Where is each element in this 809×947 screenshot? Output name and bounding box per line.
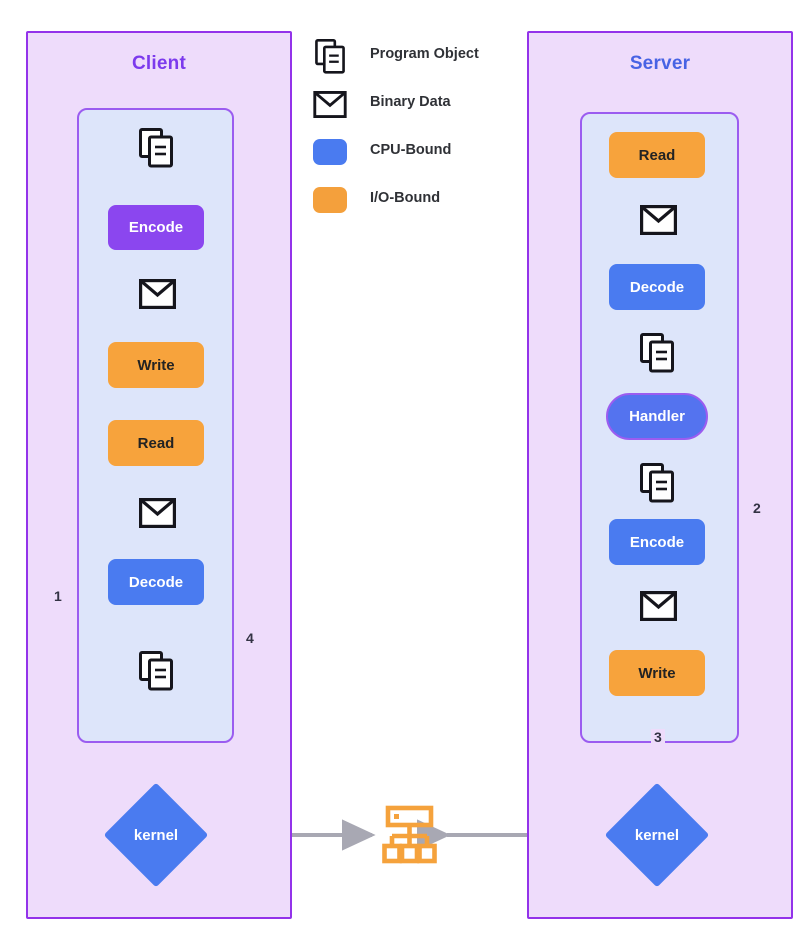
binary-data-icon xyxy=(640,591,677,626)
program-object-icon xyxy=(139,651,173,696)
legend-item-io-bound: I/O-Bound xyxy=(312,182,512,230)
program-object-icon xyxy=(312,38,348,74)
client-decode-label: Decode xyxy=(128,573,184,591)
binary-data-icon xyxy=(139,498,176,533)
server-write-label: Write xyxy=(638,664,676,682)
client-decode-node[interactable]: Decode xyxy=(108,559,204,605)
legend-label-binary-data: Binary Data xyxy=(370,94,451,110)
sequence-label-3: 3 xyxy=(651,729,665,747)
binary-data-icon xyxy=(312,86,348,122)
server-read-label: Read xyxy=(638,146,676,164)
legend-label-io-bound: I/O-Bound xyxy=(370,190,441,206)
program-object-icon xyxy=(139,128,173,173)
legend-item-program-object: Program Object xyxy=(312,38,512,86)
server-handler-node[interactable]: Handler xyxy=(606,393,708,440)
legend-item-cpu-bound: CPU-Bound xyxy=(312,134,512,182)
server-write-node[interactable]: Write xyxy=(609,650,705,696)
program-object-icon xyxy=(640,333,674,378)
binary-data-icon xyxy=(640,205,677,240)
server-encode-node[interactable]: Encode xyxy=(609,519,705,565)
server-kernel-label: kernel xyxy=(634,826,680,844)
binary-data-icon xyxy=(139,279,176,314)
network-hub-icon xyxy=(381,805,438,872)
io-bound-swatch xyxy=(312,182,348,218)
legend-label-program-object: Program Object xyxy=(370,46,479,62)
client-encode-label: Encode xyxy=(128,219,184,236)
client-read-node[interactable]: Read xyxy=(108,420,204,466)
client-write-label: Write xyxy=(137,356,175,374)
client-write-node[interactable]: Write xyxy=(108,342,204,388)
server-decode-node[interactable]: Decode xyxy=(609,264,705,310)
client-encode-node[interactable]: Encode xyxy=(108,205,204,250)
client-title: Client xyxy=(132,53,186,74)
sequence-label-4: 4 xyxy=(243,630,257,648)
sequence-label-1: 1 xyxy=(51,588,65,606)
client-kernel-label: kernel xyxy=(133,826,179,844)
program-object-icon xyxy=(640,463,674,508)
sequence-label-2: 2 xyxy=(750,500,764,518)
legend-label-cpu-bound: CPU-Bound xyxy=(370,142,452,158)
legend: Program Object Binary Data CPU-Bound I/O… xyxy=(312,38,512,230)
server-decode-label: Decode xyxy=(629,278,685,296)
cpu-bound-swatch xyxy=(312,134,348,170)
server-handler-label: Handler xyxy=(629,408,685,425)
server-kernel-node[interactable]: kernel xyxy=(604,782,710,888)
legend-item-binary-data: Binary Data xyxy=(312,86,512,134)
client-read-label: Read xyxy=(137,434,175,452)
client-kernel-node[interactable]: kernel xyxy=(103,782,209,888)
server-read-node[interactable]: Read xyxy=(609,132,705,178)
server-encode-label: Encode xyxy=(629,533,685,551)
server-title: Server xyxy=(629,53,691,74)
